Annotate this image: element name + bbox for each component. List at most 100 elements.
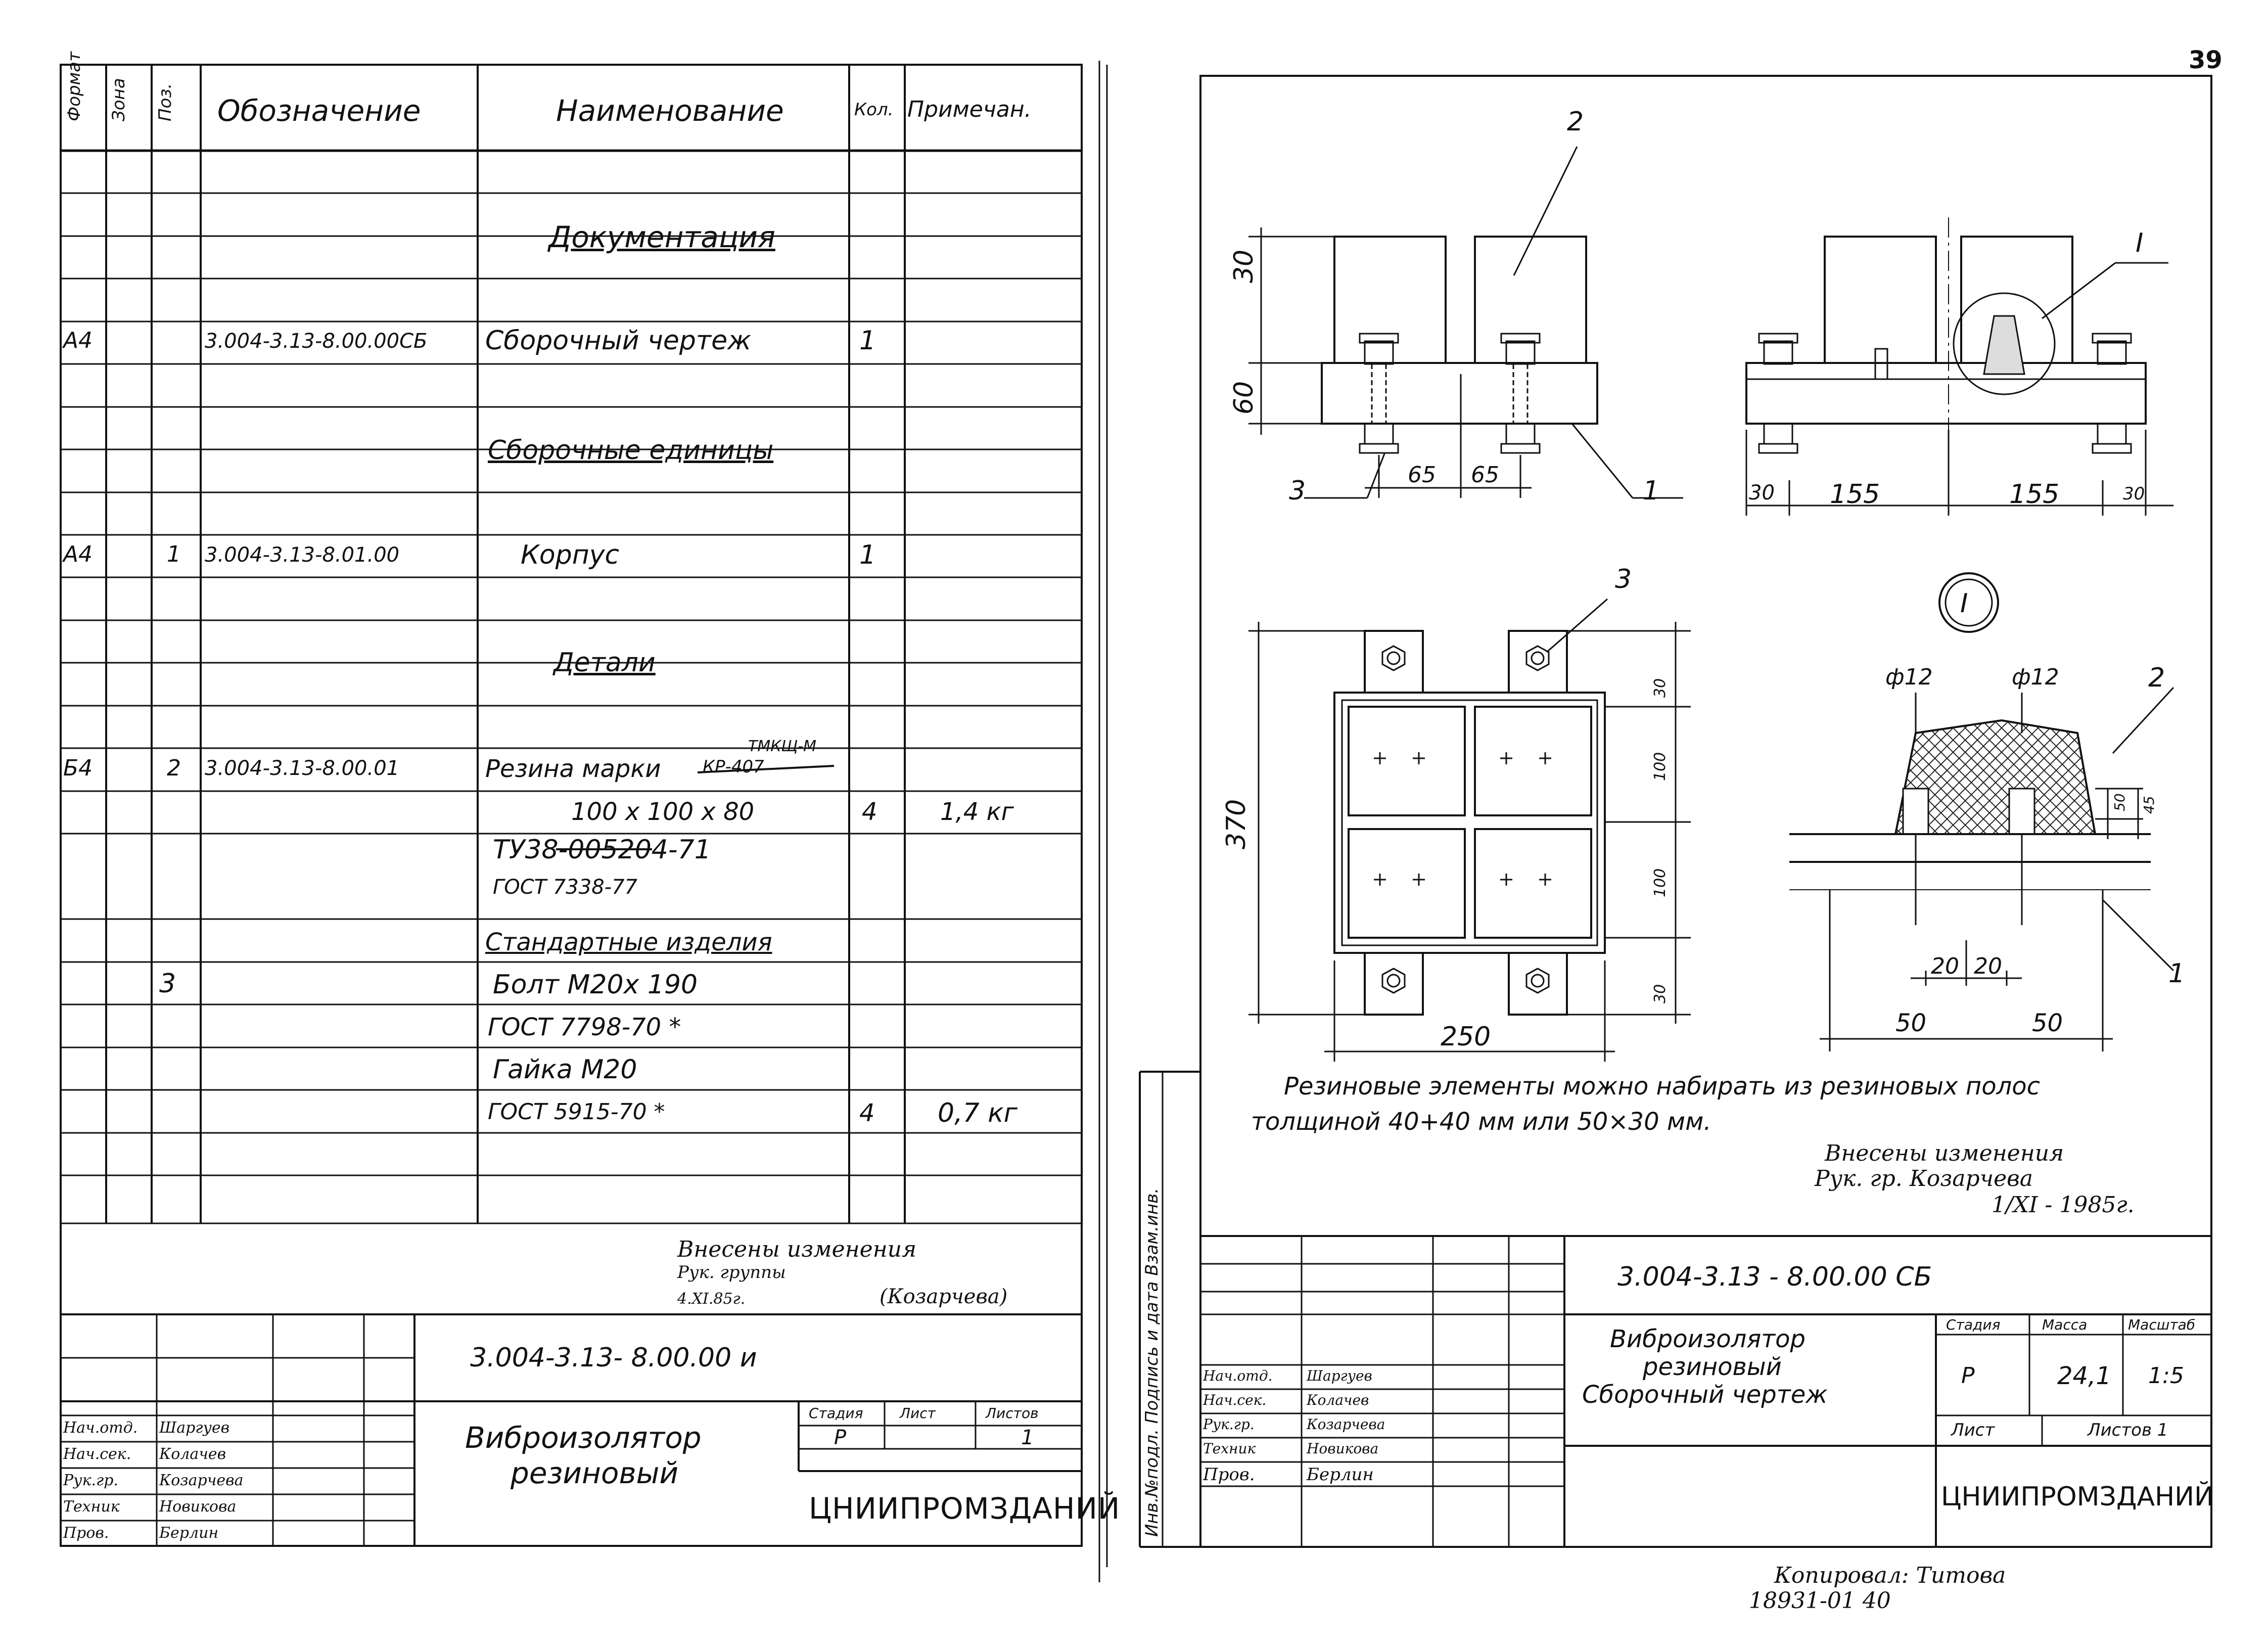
row-name-correction: ТМКЩ-М [748,738,817,755]
header-zone: Зона [109,78,129,121]
dim-20: 20 [1974,953,2002,979]
row-size: 100 х 100 х 80 [571,798,755,826]
row-name: Резина марки [485,755,661,783]
note-line: толщиной 40+40 мм или 50×30 мм. [1251,1108,1711,1136]
detail-callout-I: I [2136,228,2144,258]
signature-name: Шаргуев [159,1419,230,1437]
signature-role: Нач.отд. [63,1419,138,1437]
sheets-label: Листов [986,1405,1039,1422]
pos-label-3: 3 [1289,476,1306,506]
signature-name: Козарчева [159,1472,244,1489]
mass-value: 24,1 [2057,1362,2111,1390]
signature-role: Нач.отд. [1203,1367,1273,1384]
signature-name: Колачев [159,1445,226,1463]
signature-role: Пров. [63,1524,109,1542]
row-designation: 3.004-3.13-8.00.00СБ [205,330,428,353]
row-name-struck: КР-407 [703,757,764,777]
detail-I-view [1789,572,2174,1051]
pos-label-1: 1 [1643,476,1660,506]
change-note-line: Внесены изменения [1825,1140,2064,1166]
dim-30-vertical: 30 [1651,984,1669,1003]
section-standard-items: Стандартные изделия [485,928,772,956]
scale-label: Масштаб [2128,1316,2196,1333]
row-qty: 1 [859,326,876,356]
sheets-value: 1 [1021,1426,1034,1449]
section-documentation: Документация [548,220,775,254]
doc-title: резиновый [1643,1353,1782,1381]
dim-60: 60 [1229,381,1259,415]
signature-name: Берлин [1307,1464,1374,1485]
dim-50-vertical: 50 [2111,793,2128,811]
signature-name: Колачев [1307,1392,1369,1408]
row-format: Б4 [63,755,93,781]
signature-role: Техник [1203,1440,1256,1457]
dim-100-vertical: 100 [1651,752,1669,781]
signature-role: Рук.гр. [63,1472,118,1489]
row-name: ГОСТ 7798-70 * [488,1013,681,1041]
side-view [1745,217,2173,516]
header-designation: Обозначение [217,94,421,128]
row-name: Болт М20х 190 [493,970,698,1000]
header-pos: Поз. [155,83,175,121]
doc-title: Виброизолятор [465,1421,702,1455]
header-format: Формат [64,52,84,121]
dim-65: 65 [1408,462,1436,488]
dim-45-vertical: 45 [2141,796,2157,814]
page-number: 39 [2189,46,2223,74]
dim-250: 250 [1441,1022,1491,1052]
doc-code: 3.004-3.13 - 8.00.00 СБ [1617,1262,1932,1292]
signature-name: Шаргуев [1307,1367,1372,1384]
header-qty: Кол. [854,100,894,120]
stage-label: Стадия [809,1405,863,1422]
dim-370: 370 [1221,799,1252,849]
copy-note-code: 18931-01 40 [1749,1588,1891,1614]
front-view [1248,146,1683,499]
detail-title-I: I [1960,588,1968,619]
row-designation: 3.004-3.13-8.00.01 [205,757,400,780]
signature-role: Техник [63,1498,120,1516]
row-format: А4 [63,541,93,567]
header-name: Наименование [556,94,784,128]
change-note-date: 1/XI - 1985г. [1992,1192,2135,1218]
signature-name: Новикова [1307,1440,1379,1457]
row-qty: 1 [859,540,876,570]
dim-50: 50 [1895,1009,1927,1037]
row-qty: 4 [859,1099,875,1127]
stage-value: Р [1961,1363,1975,1389]
section-details: Детали [553,648,656,678]
change-note-line: Рук. группы [677,1262,786,1283]
change-note-line: Внесены изменения [677,1237,917,1262]
sheet-label: Лист [1951,1420,1995,1440]
note-line: Резиновые элементы можно набирать из рез… [1284,1072,2041,1101]
row-note: 0,7 кг [938,1098,1017,1128]
organization: ЦНИИПРОМЗДАНИЙ [1941,1482,2214,1512]
sheet-label: Лист [900,1405,936,1422]
dim-155: 155 [1830,479,1880,510]
sheets-label: Листов 1 [2088,1420,2168,1440]
row-name: Гайка М20 [493,1055,637,1085]
signature-role: Нач.сек. [63,1445,131,1463]
header-note: Примечан. [907,97,1032,122]
row-note: 1,4 кг [940,798,1014,826]
organization: ЦНИИПРОМЗДАНИЙ [809,1491,1121,1526]
pos-label-1: 1 [2168,958,2186,989]
pos-label-3: 3 [1615,564,1632,594]
dim-100-vertical: 100 [1651,868,1669,897]
signature-role: Пров. [1203,1464,1255,1485]
dim-65: 65 [1471,462,1499,488]
row-qty: 4 [862,798,877,826]
dim-30: 30 [1749,481,1775,505]
row-spec-gost: ГОСТ 7338-77 [493,876,637,899]
dim-30: 30 [1229,249,1259,283]
row-name: ГОСТ 5915-70 * [488,1099,665,1125]
dim-20: 20 [1931,953,1959,979]
row-pos: 2 [167,755,181,781]
dim-50: 50 [2032,1009,2063,1037]
change-note-name: (Козарчева) [880,1285,1008,1308]
dim-155: 155 [2009,479,2060,510]
doc-title: Сборочный чертеж [1582,1381,1828,1409]
scale-value: 1:5 [2148,1363,2184,1389]
section-assembly-units: Сборочные единицы [488,435,774,466]
row-pos: 3 [159,969,176,999]
